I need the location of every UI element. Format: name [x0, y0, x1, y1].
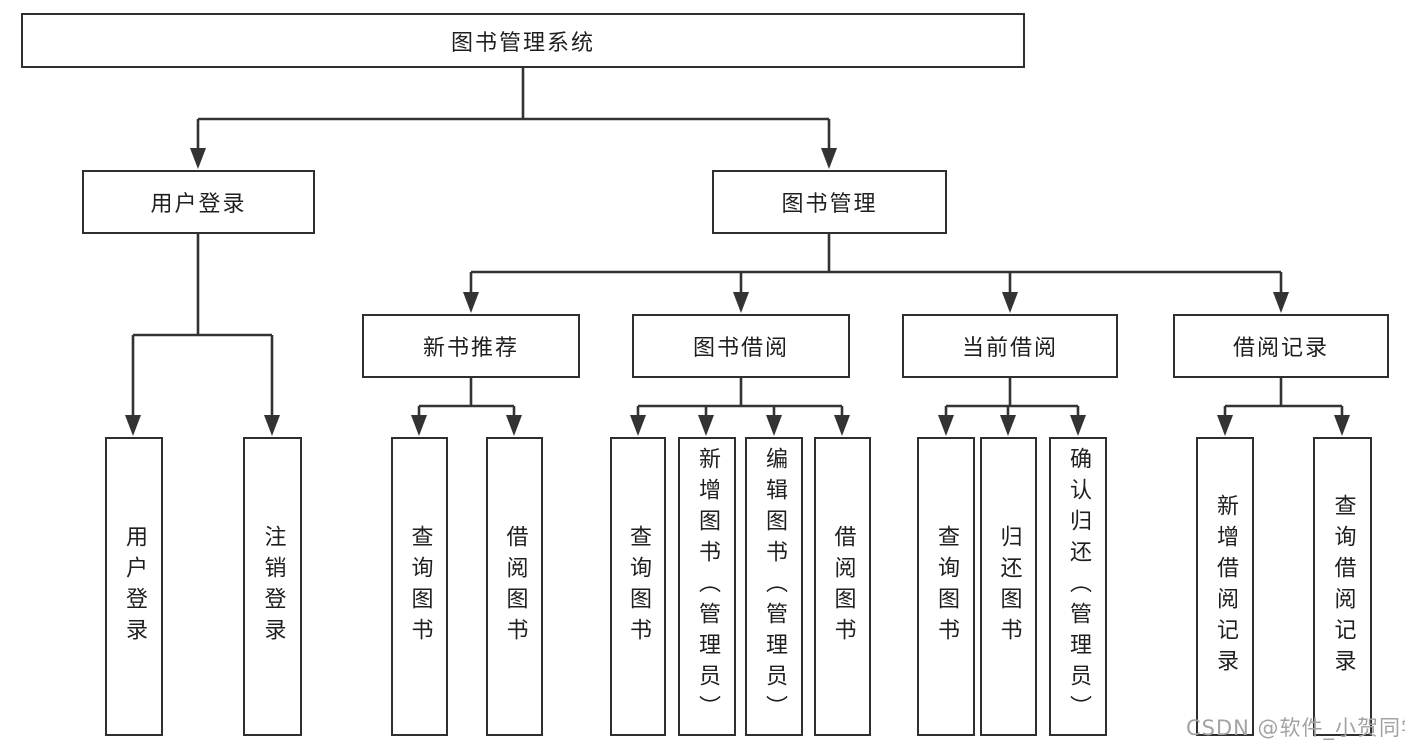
- leaf-add-books-admin: 新增图书（管理员）: [678, 437, 736, 736]
- leaf-borrow-books-recommend: 借阅图书: [486, 437, 543, 736]
- leaf-logout: 注销登录: [243, 437, 302, 736]
- leaf-edit-books-admin: 编辑图书（管理员）: [745, 437, 803, 736]
- node-book-borrowing: 图书借阅: [632, 314, 850, 378]
- node-current-borrowing: 当前借阅: [902, 314, 1118, 378]
- leaf-borrow-books: 借阅图书: [814, 437, 871, 736]
- leaf-return-books: 归还图书: [980, 437, 1037, 736]
- node-borrowing-records: 借阅记录: [1173, 314, 1389, 378]
- node-new-book-recommendation: 新书推荐: [362, 314, 580, 378]
- node-user-login: 用户登录: [82, 170, 315, 234]
- node-book-management-system: 图书管理系统: [21, 13, 1025, 68]
- leaf-query-borrow-record: 查询借阅记录: [1313, 437, 1372, 736]
- leaf-query-books-recommend: 查询图书: [391, 437, 448, 736]
- leaf-confirm-return-admin: 确认归还（管理员）: [1049, 437, 1107, 736]
- leaf-query-books-borrow: 查询图书: [610, 437, 666, 736]
- leaf-add-borrow-record: 新增借阅记录: [1196, 437, 1254, 736]
- node-book-management: 图书管理: [712, 170, 947, 234]
- watermark: CSDN @软件_小贺同学: [1186, 716, 1405, 740]
- leaf-query-books-current: 查询图书: [917, 437, 975, 736]
- leaf-user-login: 用户登录: [105, 437, 163, 736]
